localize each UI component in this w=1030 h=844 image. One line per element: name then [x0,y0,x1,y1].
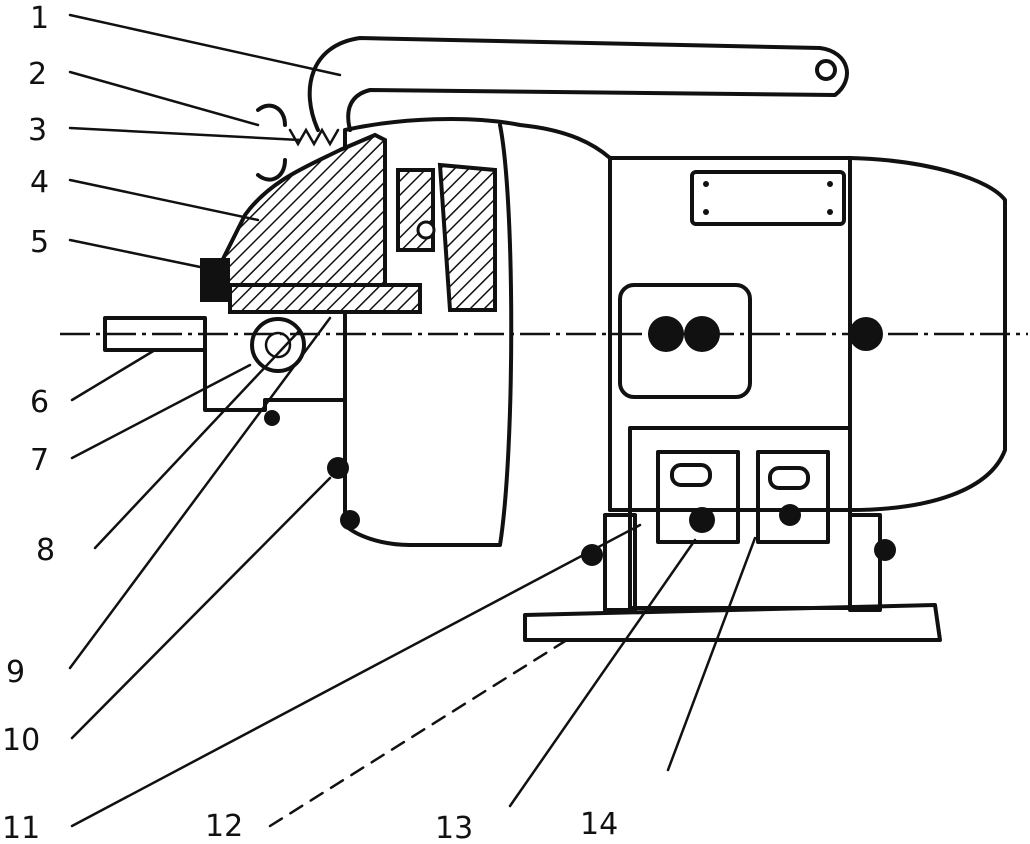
motor-housing-front [343,123,514,547]
callout-4: 4 [30,165,49,200]
foot-right [848,513,882,612]
mount-frame [628,426,852,610]
fixture-bracket [203,333,347,412]
mount-bolt-10 [327,457,349,479]
wing-nut [256,103,287,182]
bracket-nut [264,410,280,426]
handle-lever [307,36,849,132]
foot-left [603,513,637,612]
callout-6: 6 [30,385,49,420]
mount-plate-left [656,450,740,544]
slot-left [670,463,712,487]
clamp-head-hatched [206,132,387,287]
clamp-bolt-13 [689,507,715,533]
pivot-pin-inner [264,331,292,359]
clamp-bolt-right [779,504,801,526]
foot-bolt-right [874,539,896,561]
terminal-box [618,283,752,399]
pivot-pin [250,317,306,373]
nut-part-5 [200,258,230,302]
callout-13: 13 [435,811,473,844]
callout-3: 3 [28,113,47,148]
mount-bolt-lower [340,510,360,530]
foot-bolt-left [581,544,603,566]
callout-14: 14 [580,807,618,842]
callout-7: 7 [30,443,49,478]
spindle-shaft [228,283,422,314]
callout-2: 2 [28,57,47,92]
callout-1: 1 [30,1,49,36]
terminal-bolt-1 [648,316,684,352]
callout-9: 9 [6,655,25,690]
callout-11: 11 [2,811,40,844]
mount-plate-right [756,450,830,544]
leader-lines [68,13,757,828]
callout-5: 5 [30,225,49,260]
slot-right [768,466,810,490]
nameplate [690,170,846,226]
spring [288,127,340,147]
rotor-section [437,162,497,312]
handle-eye [815,59,837,81]
bearing-ball [416,220,436,240]
callout-12: 12 [205,809,243,844]
callout-8: 8 [36,533,55,568]
motor-housing [343,116,1007,512]
terminal-bolt-2 [684,316,720,352]
housing-bolt [849,317,883,351]
callout-10: 10 [2,723,40,758]
